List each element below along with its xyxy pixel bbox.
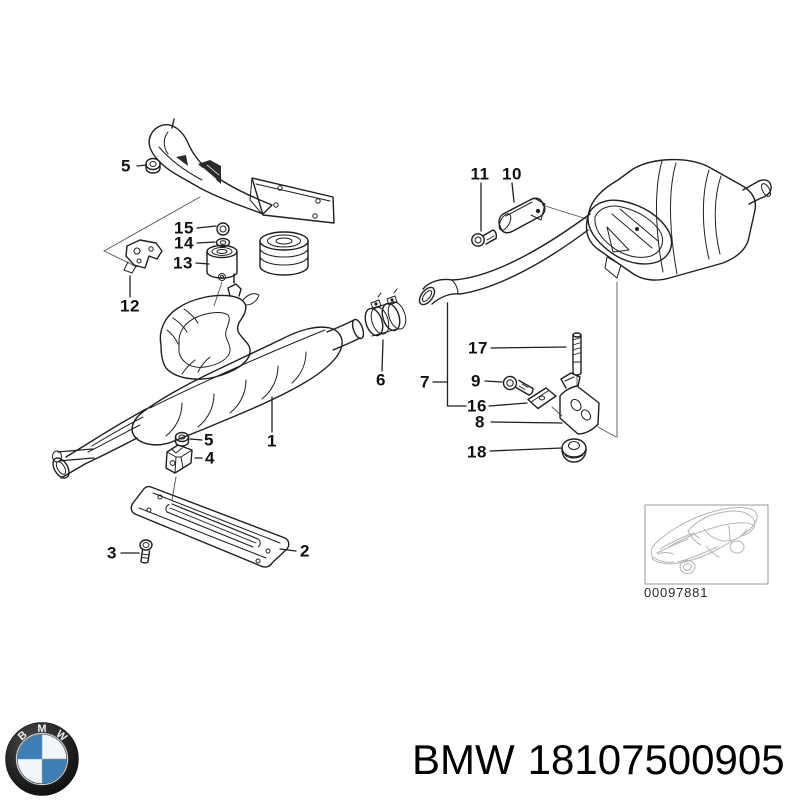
callout-11: 11 [470, 164, 490, 184]
connector-10 [498, 197, 546, 234]
clamp-6 [364, 288, 407, 337]
logo-letter-m: M [37, 723, 46, 735]
callout-14: 14 [174, 233, 194, 253]
part-number-text: 18107500905 [527, 736, 785, 783]
bracket-12 [123, 239, 163, 274]
part-number-title: BMW 18107500905 [412, 736, 785, 783]
callout-10: 10 [502, 164, 522, 184]
callout-3: 3 [107, 543, 117, 563]
rubber-mount-13 [206, 244, 238, 281]
nut-15 [216, 222, 230, 236]
screw-3 [139, 539, 153, 564]
brand-text: BMW [412, 736, 515, 783]
callout-2: 2 [300, 541, 310, 561]
leader-lines [120, 164, 567, 554]
callout-5-top: 5 [121, 156, 131, 176]
underbody-plate-2 [130, 485, 290, 568]
hanger-8 [559, 372, 600, 435]
callout-16: 16 [467, 396, 487, 416]
callout-6: 6 [376, 370, 386, 390]
callout-12: 12 [120, 296, 140, 316]
nut-5-top [145, 157, 161, 174]
washer-14 [215, 237, 231, 248]
bolt-11 [471, 229, 498, 247]
callout-18: 18 [467, 442, 487, 462]
car-thumbnail [644, 504, 769, 585]
logo-quadrants [17, 734, 67, 784]
callout-8: 8 [475, 412, 485, 432]
rear-muffler [418, 158, 772, 306]
callout-15: 15 [174, 218, 194, 238]
callout-5-bottom: 5 [204, 430, 214, 450]
bmw-logo: B M W [5, 722, 79, 796]
grommet-18 [561, 438, 587, 463]
callout-17: 17 [468, 338, 488, 358]
thumbnail-code: 00097881 [644, 585, 709, 600]
rubber-block-4 [165, 444, 193, 474]
callout-1: 1 [267, 431, 277, 451]
car-sketch [650, 507, 758, 574]
heat-shield [148, 118, 335, 224]
callout-13: 13 [173, 253, 193, 273]
callout-9: 9 [471, 371, 481, 391]
bolt-9 [502, 375, 534, 396]
stud-17 [572, 332, 582, 376]
callout-7: 7 [420, 372, 430, 392]
callout-4: 4 [205, 448, 215, 468]
upper-shield [159, 273, 260, 380]
catalyst-cylinder [259, 231, 309, 276]
logo-inner-rim [15, 732, 69, 786]
exhaust-diagram [52, 118, 772, 585]
plate-16 [527, 387, 557, 410]
construction-lines [103, 196, 618, 501]
centre-silencer [52, 318, 365, 479]
